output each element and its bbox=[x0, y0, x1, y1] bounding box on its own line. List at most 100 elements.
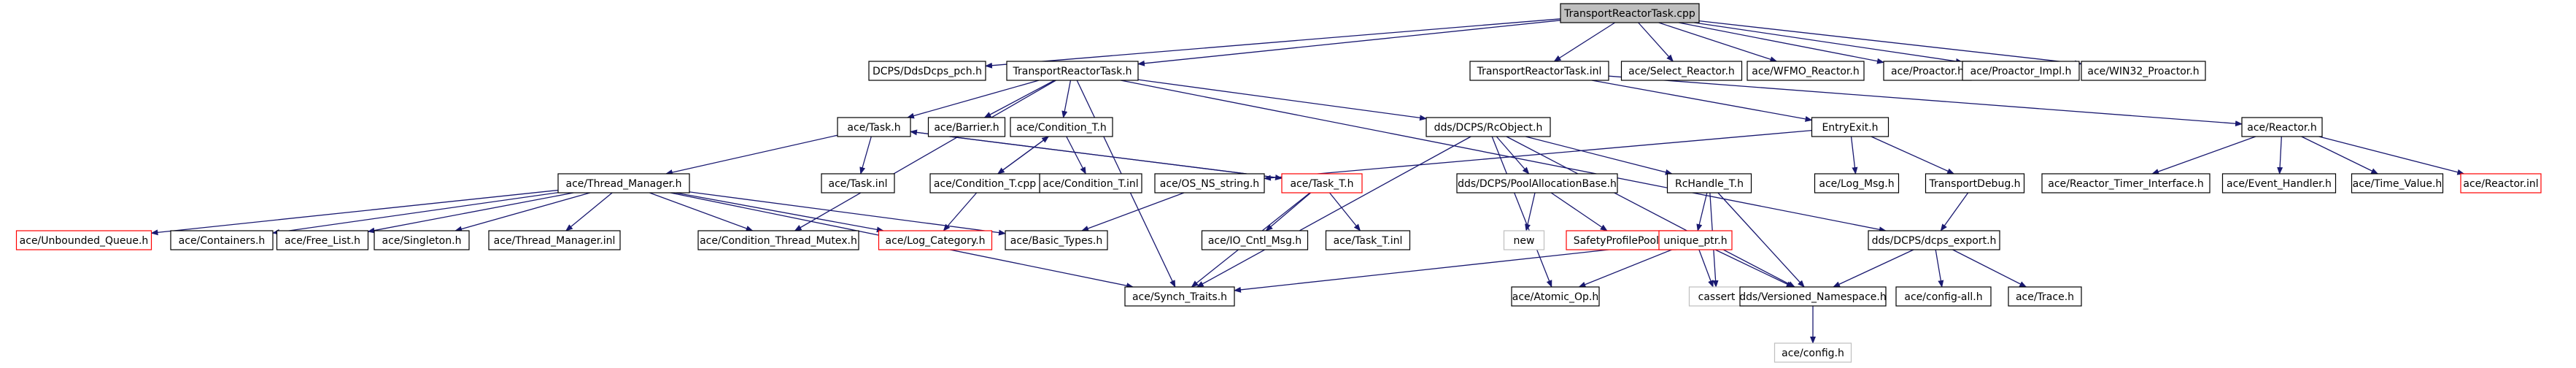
node-label: ace/Singleton.h bbox=[382, 235, 462, 247]
node-task_h[interactable]: ace/Task.h bbox=[837, 117, 911, 137]
node-new_h[interactable]: new bbox=[1503, 230, 1545, 250]
node-log_category[interactable]: ace/Log_Category.h bbox=[878, 230, 993, 250]
node-label: EntryExit.h bbox=[1822, 122, 1878, 134]
node-box[interactable] bbox=[1154, 173, 1265, 193]
node-box[interactable] bbox=[1811, 117, 1890, 137]
node-box[interactable] bbox=[1005, 230, 1108, 250]
node-box[interactable] bbox=[1201, 230, 1309, 250]
node-box[interactable] bbox=[1511, 286, 1600, 307]
node-log_msg[interactable]: ace/Log_Msg.h bbox=[1814, 173, 1900, 193]
node-cassert[interactable]: cassert bbox=[1688, 286, 1745, 307]
node-box[interactable] bbox=[276, 230, 369, 250]
node-box[interactable] bbox=[1456, 173, 1618, 193]
node-box[interactable] bbox=[1426, 117, 1551, 137]
node-config_all[interactable]: ace/config-all.h bbox=[1895, 286, 1992, 307]
node-box[interactable] bbox=[1281, 173, 1363, 193]
node-box[interactable] bbox=[2008, 286, 2082, 307]
node-box[interactable] bbox=[1503, 230, 1545, 250]
node-condition_t[interactable]: ace/Condition_T.h bbox=[1010, 117, 1113, 137]
node-box[interactable] bbox=[929, 173, 1040, 193]
node-reactor[interactable]: ace/Reactor.h bbox=[2241, 117, 2323, 137]
node-thread_manager[interactable]: ace/Thread_Manager.h bbox=[557, 173, 690, 193]
node-box[interactable] bbox=[1006, 61, 1139, 81]
node-synch_traits[interactable]: ace/Synch_Traits.h bbox=[1124, 286, 1235, 307]
node-box[interactable] bbox=[170, 230, 274, 250]
node-dcps_export[interactable]: dds/DCPS/dcps_export.h bbox=[1868, 230, 2000, 250]
node-box[interactable] bbox=[374, 230, 470, 250]
node-box[interactable] bbox=[1868, 230, 2000, 250]
node-io_cntl_msg[interactable]: ace/IO_Cntl_Msg.h bbox=[1201, 230, 1309, 250]
node-box[interactable] bbox=[2241, 117, 2323, 137]
node-condition_tinl[interactable]: ace/Condition_T.inl bbox=[1039, 173, 1142, 193]
node-box[interactable] bbox=[1688, 286, 1745, 307]
node-box[interactable] bbox=[1925, 173, 2025, 193]
node-transport_debug[interactable]: TransportDebug.h bbox=[1925, 173, 2025, 193]
node-box[interactable] bbox=[1774, 342, 1852, 363]
node-box[interactable] bbox=[1469, 61, 1609, 81]
node-task_tinl[interactable]: ace/Task_T.inl bbox=[1325, 230, 1411, 250]
node-box[interactable] bbox=[1124, 286, 1235, 307]
node-barrier[interactable]: ace/Barrier.h bbox=[927, 117, 1006, 137]
node-box[interactable] bbox=[821, 173, 895, 193]
node-entryexit[interactable]: EntryExit.h bbox=[1811, 117, 1890, 137]
node-box[interactable] bbox=[488, 230, 621, 250]
node-win32_proactor[interactable]: ace/WIN32_Proactor.h bbox=[2081, 61, 2206, 81]
node-box[interactable] bbox=[697, 230, 859, 250]
node-task_t[interactable]: ace/Task_T.h bbox=[1281, 173, 1363, 193]
node-box[interactable] bbox=[1895, 286, 1992, 307]
node-config[interactable]: ace/config.h bbox=[1774, 342, 1852, 363]
node-safety_profile_pool[interactable]: SafetyProfilePool.h bbox=[1566, 230, 1676, 250]
node-box[interactable] bbox=[2041, 173, 2211, 193]
node-box[interactable] bbox=[2221, 173, 2337, 193]
node-box[interactable] bbox=[1560, 3, 1700, 23]
node-proactor_impl[interactable]: ace/Proactor_Impl.h bbox=[1962, 61, 2080, 81]
node-reactor_timer_iface[interactable]: ace/Reactor_Timer_Interface.h bbox=[2041, 173, 2211, 193]
node-task_inl[interactable]: ace/Task.inl bbox=[821, 173, 895, 193]
node-box[interactable] bbox=[1620, 61, 1743, 81]
node-box[interactable] bbox=[557, 173, 690, 193]
node-rchandle[interactable]: RcHandle_T.h bbox=[1666, 173, 1752, 193]
node-box[interactable] bbox=[927, 117, 1006, 137]
node-trt_h[interactable]: TransportReactorTask.h bbox=[1006, 61, 1139, 81]
node-singleton[interactable]: ace/Singleton.h bbox=[374, 230, 470, 250]
node-trace[interactable]: ace/Trace.h bbox=[2008, 286, 2082, 307]
node-box[interactable] bbox=[2351, 173, 2444, 193]
node-box[interactable] bbox=[15, 230, 152, 250]
node-containers[interactable]: ace/Containers.h bbox=[170, 230, 274, 250]
node-condition_tcpp[interactable]: ace/Condition_T.cpp bbox=[929, 173, 1040, 193]
node-box[interactable] bbox=[868, 61, 986, 81]
node-box[interactable] bbox=[1962, 61, 2080, 81]
node-trt_inl[interactable]: TransportReactorTask.inl bbox=[1469, 61, 1609, 81]
node-box[interactable] bbox=[2081, 61, 2206, 81]
node-basic_types[interactable]: ace/Basic_Types.h bbox=[1005, 230, 1108, 250]
node-free_list[interactable]: ace/Free_List.h bbox=[276, 230, 369, 250]
node-box[interactable] bbox=[1739, 286, 1887, 307]
node-time_value[interactable]: ace/Time_Value.h bbox=[2351, 173, 2444, 193]
node-cond_thread_mutex[interactable]: ace/Condition_Thread_Mutex.h bbox=[697, 230, 859, 250]
node-ddsdcps_pch[interactable]: DCPS/DdsDcps_pch.h bbox=[868, 61, 986, 81]
node-thread_manager_inl[interactable]: ace/Thread_Manager.inl bbox=[488, 230, 621, 250]
node-label: ace/Task.h bbox=[847, 122, 900, 134]
node-select_reactor[interactable]: ace/Select_Reactor.h bbox=[1620, 61, 1743, 81]
node-box[interactable] bbox=[1747, 61, 1865, 81]
node-wfmo_reactor[interactable]: ace/WFMO_Reactor.h bbox=[1747, 61, 1865, 81]
node-rcobject[interactable]: dds/DCPS/RcObject.h bbox=[1426, 117, 1551, 137]
node-versioned_ns[interactable]: dds/Versioned_Namespace.h bbox=[1739, 286, 1887, 307]
node-box[interactable] bbox=[837, 117, 911, 137]
node-os_ns_string[interactable]: ace/OS_NS_string.h bbox=[1154, 173, 1265, 193]
node-reactor_inl[interactable]: ace/Reactor.inl bbox=[2460, 173, 2542, 193]
node-proactor[interactable]: ace/Proactor.h bbox=[1883, 61, 1972, 81]
node-unbounded_queue[interactable]: ace/Unbounded_Queue.h bbox=[15, 230, 152, 250]
node-event_handler[interactable]: ace/Event_Handler.h bbox=[2221, 173, 2337, 193]
node-root[interactable]: TransportReactorTask.cpp bbox=[1560, 3, 1700, 23]
node-box[interactable] bbox=[1010, 117, 1113, 137]
node-unique_ptr[interactable]: unique_ptr.h bbox=[1658, 230, 1733, 250]
node-box[interactable] bbox=[878, 230, 993, 250]
node-box[interactable] bbox=[1814, 173, 1900, 193]
node-atomic_op[interactable]: ace/Atomic_Op.h bbox=[1511, 286, 1600, 307]
node-box[interactable] bbox=[1325, 230, 1411, 250]
node-box[interactable] bbox=[2460, 173, 2542, 193]
node-box[interactable] bbox=[1658, 230, 1733, 250]
node-pool_alloc_base[interactable]: dds/DCPS/PoolAllocationBase.h bbox=[1456, 173, 1618, 193]
node-box[interactable] bbox=[1666, 173, 1752, 193]
